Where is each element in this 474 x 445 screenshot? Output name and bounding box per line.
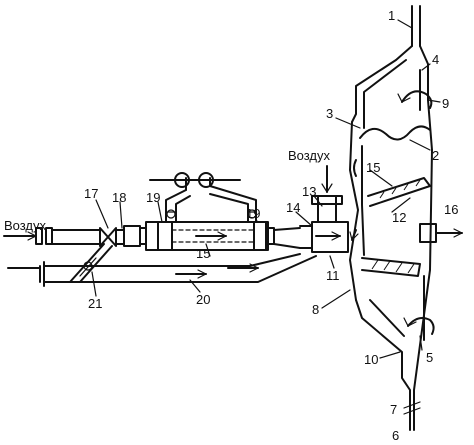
label-19-right: 19 [246, 206, 260, 221]
outlet-box [419, 223, 463, 243]
label-4: 4 [432, 52, 439, 67]
label-21: 21 [88, 296, 102, 311]
label-15-upper: 15 [366, 160, 380, 175]
label-17: 17 [84, 186, 98, 201]
label-16: 16 [444, 202, 458, 217]
label-14: 14 [286, 200, 300, 215]
label-3: 3 [326, 106, 333, 121]
label-20: 20 [196, 292, 210, 307]
label-9: 9 [442, 96, 449, 111]
label-air-left: Воздух [4, 218, 47, 233]
label-8: 8 [312, 302, 319, 317]
label-10: 10 [364, 352, 378, 367]
label-15-lower: 15 [196, 246, 210, 261]
label-12: 12 [392, 210, 406, 225]
label-18: 18 [112, 190, 126, 205]
leader-lines [91, 19, 441, 359]
label-19-left: 19 [146, 190, 160, 205]
label-air-top: Воздух [288, 148, 331, 163]
vertical-apparatus [349, 5, 435, 431]
label-7: 7 [390, 402, 397, 417]
label-13: 13 [302, 184, 316, 199]
label-2: 2 [432, 148, 439, 163]
label-5: 5 [426, 350, 433, 365]
label-1: 1 [388, 8, 395, 23]
label-6: 6 [392, 428, 399, 443]
burner-unit [299, 165, 349, 253]
labels: Воздух Воздух 1 2 3 4 5 6 7 8 9 10 11 12… [4, 8, 458, 443]
label-11: 11 [326, 268, 340, 283]
duct-system [3, 172, 317, 287]
